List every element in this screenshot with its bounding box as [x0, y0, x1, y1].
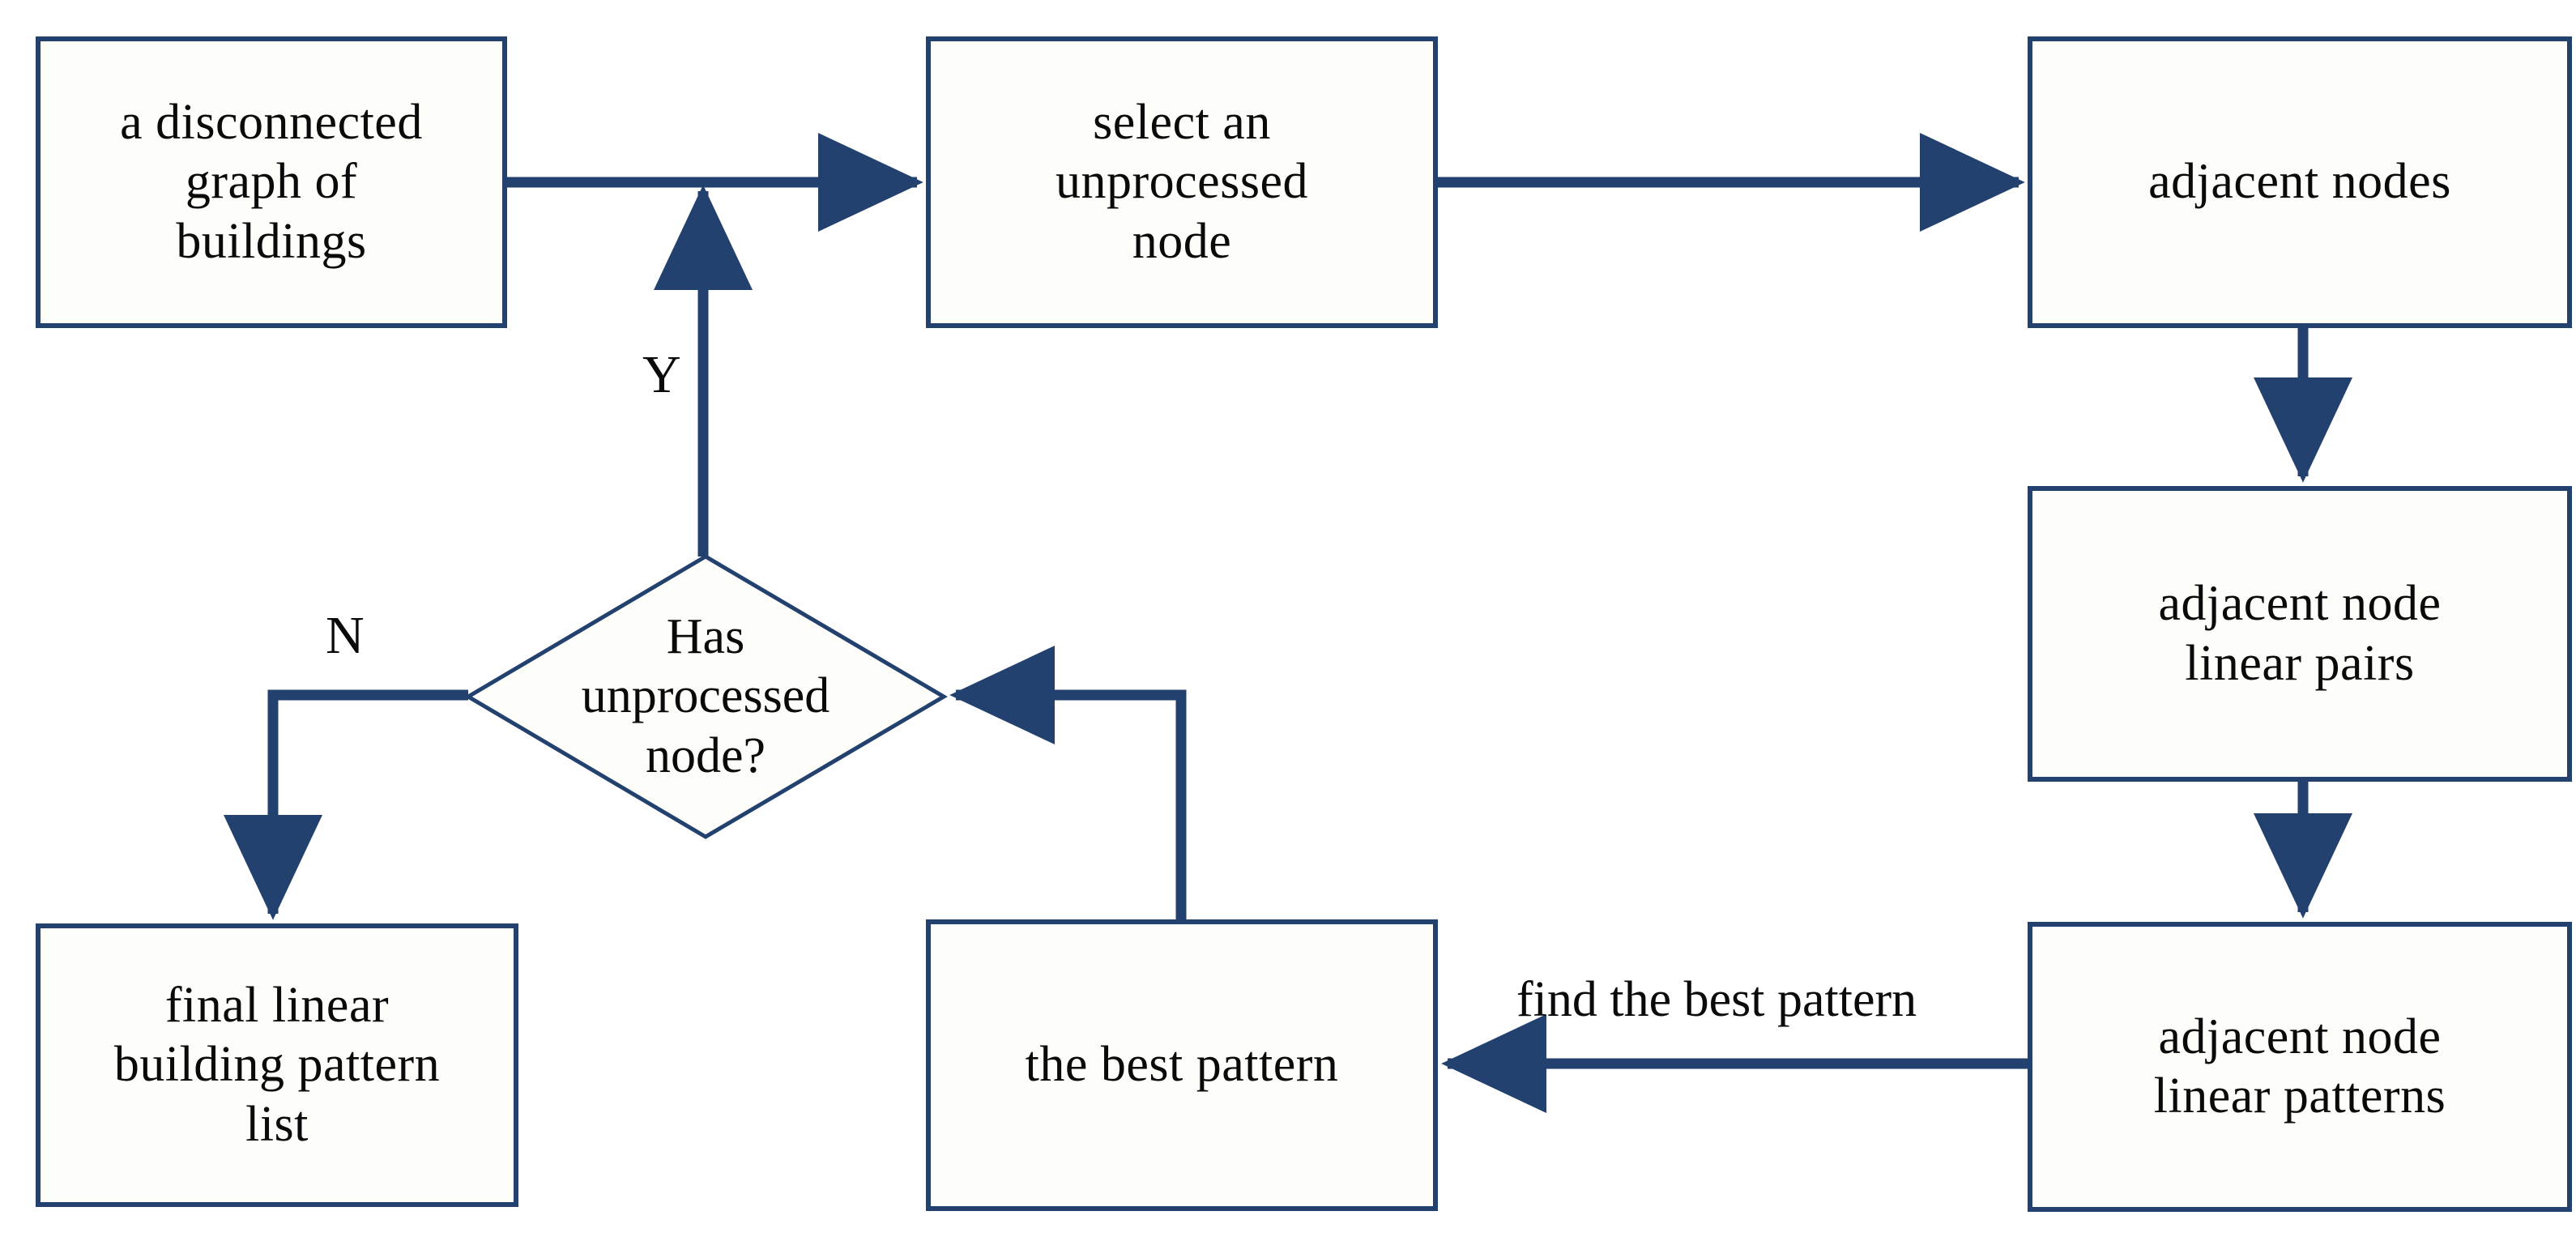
- edge-best-pattern-to-decision: [949, 645, 1187, 919]
- edge-label-find-the-best-pattern: find the best pattern: [1516, 972, 1917, 1027]
- edge-decision-no-to-final-list: [223, 689, 468, 920]
- edge-label-yes: Y: [642, 345, 681, 404]
- node-the-best-pattern-label: the best pattern: [1025, 1037, 1339, 1093]
- edge-label-no: N: [326, 606, 365, 665]
- node-adjacent-nodes-label: adjacent nodes: [2148, 154, 2451, 210]
- node-adjacent-nodes[interactable]: adjacent nodes: [2028, 36, 2572, 328]
- decision-diamond-shape[interactable]: [464, 554, 948, 839]
- node-the-best-pattern[interactable]: the best pattern: [926, 919, 1438, 1211]
